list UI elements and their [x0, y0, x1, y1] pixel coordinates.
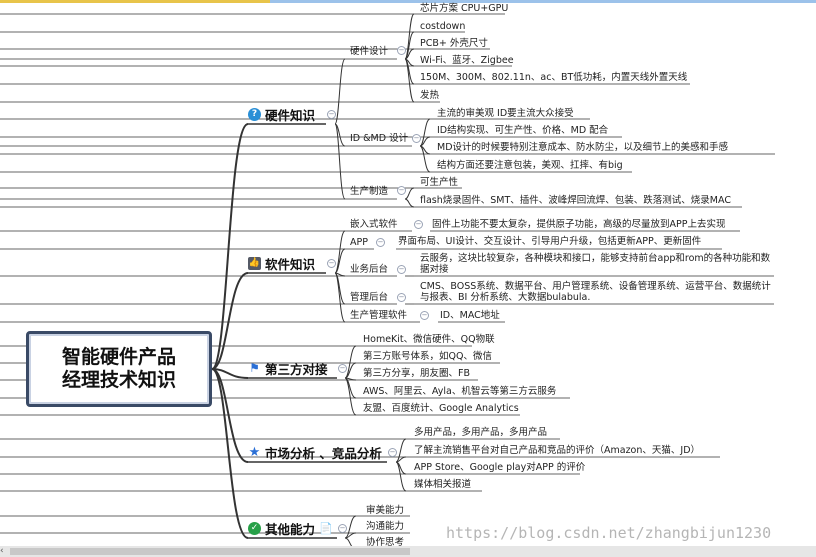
list-item[interactable]: 了解主流销售平台对自己产品和竞品的评价（Amazon、天猫、JD） — [414, 445, 701, 456]
branch-market-label: 市场分析 、竞品分析 — [265, 445, 382, 461]
collapse-toggle-market[interactable]: − — [388, 448, 397, 457]
group-admin-backend[interactable]: 管理后台 — [350, 292, 389, 303]
list-item[interactable]: 固件上功能不要太复杂，提供原子功能，高级的尽量放到APP上去实现 — [432, 219, 726, 230]
flag-icon: ⚑ — [249, 361, 260, 375]
list-item[interactable]: 可生产性 — [420, 177, 459, 188]
branch-hardware-label: 硬件知识 — [265, 107, 316, 123]
group-hardware-design[interactable]: 硬件设计 — [350, 46, 389, 57]
collapse-toggle-business-backend[interactable]: − — [397, 265, 406, 274]
root-topic[interactable]: 智能硬件产品 经理技术知识 — [26, 331, 212, 407]
watermark-url: https://blog.csdn.net/zhangbijun1230 — [446, 524, 772, 542]
list-item[interactable]: costdown — [420, 21, 466, 32]
list-item[interactable]: 协作思考 — [366, 537, 405, 548]
list-item[interactable]: 结构方面还要注意包装，美观、扛摔、有big — [437, 160, 623, 171]
branch-third-party[interactable]: ⚑ 第三方对接 — [248, 358, 328, 378]
list-item[interactable]: Wi-Fi、蓝牙、Zigbee — [420, 55, 514, 66]
branch-market-analysis[interactable]: ★ 市场分析 、竞品分析 — [248, 442, 382, 462]
list-item[interactable]: HomeKit、微信硬件、QQ物联 — [363, 334, 495, 345]
branch-other-label: 其他能力 — [265, 521, 316, 537]
group-production-software[interactable]: 生产管理软件 — [350, 310, 408, 321]
scroll-left-arrow-icon[interactable]: ‹ — [0, 546, 4, 556]
horizontal-scrollbar[interactable]: ‹ — [0, 546, 816, 557]
check-icon: ✓ — [248, 521, 261, 535]
branch-other-abilities[interactable]: ✓ 其他能力 📄 — [248, 518, 333, 538]
list-item[interactable]: CMS、BOSS系统、数据平台、用户管理系统、设备管理系统、运营平台、数据统计与… — [420, 281, 771, 303]
list-item[interactable]: 主流的审美观 ID要主流大众接受 — [437, 108, 574, 119]
group-id-md-design[interactable]: ID &MD 设计 — [350, 133, 409, 144]
list-item[interactable]: ID结构实现、可生产性、价格、MD 配合 — [437, 125, 609, 136]
collapse-toggle-third-party[interactable]: − — [338, 364, 347, 373]
list-item[interactable]: 友盟、百度统计、Google Analytics — [363, 403, 519, 414]
collapse-toggle-app[interactable]: − — [376, 238, 385, 247]
help-icon: ? — [248, 107, 261, 121]
note-icon[interactable]: 📄 — [319, 521, 333, 535]
list-item[interactable]: MD设计的时候要特别注意成本、防水防尘，以及细节上的美感和手感 — [437, 142, 729, 153]
list-item[interactable]: 多用产品，多用产品，多用产品 — [414, 427, 548, 438]
collapse-toggle-production-software[interactable]: − — [420, 311, 429, 320]
star-icon: ★ — [248, 444, 261, 460]
list-item[interactable]: 媒体相关报道 — [414, 479, 472, 490]
list-item[interactable]: 审美能力 — [366, 505, 405, 516]
branch-third-party-label: 第三方对接 — [265, 361, 328, 377]
list-item[interactable]: 界面布局、UI设计、交互设计、引导用户升级，包括更新APP、更新固件 — [398, 236, 702, 247]
branch-software[interactable]: 👍 软件知识 — [248, 253, 315, 273]
collapse-toggle-software[interactable]: − — [327, 259, 336, 268]
collapse-toggle-production[interactable]: − — [397, 186, 406, 195]
group-business-backend[interactable]: 业务后台 — [350, 264, 389, 275]
list-item[interactable]: 150M、300M、802.11n、ac、BT低功耗，内置天线外置天线 — [420, 72, 688, 83]
collapse-toggle-id-md[interactable]: − — [412, 134, 421, 143]
branch-hardware[interactable]: ? 硬件知识 — [248, 104, 315, 124]
collapse-toggle-embedded[interactable]: − — [414, 220, 423, 229]
root-topic-title: 智能硬件产品 经理技术知识 — [61, 346, 176, 391]
list-item[interactable]: 芯片方案 CPU+GPU — [420, 3, 509, 14]
branch-software-label: 软件知识 — [265, 256, 316, 272]
collapse-toggle-other[interactable]: − — [338, 524, 347, 533]
collapse-toggle-admin-backend[interactable]: − — [397, 293, 406, 302]
list-item[interactable]: ID、MAC地址 — [440, 310, 500, 321]
list-item[interactable]: 第三方账号体系，如QQ、微信 — [363, 351, 492, 362]
list-item[interactable]: flash烧录固件、SMT、插件、波峰焊回流焊、包装、跌落测试、烧录MAC — [420, 195, 731, 206]
list-item[interactable]: 发热 — [420, 90, 440, 101]
list-item[interactable]: PCB+ 外壳尺寸 — [420, 38, 488, 49]
group-app[interactable]: APP — [350, 237, 368, 248]
group-production[interactable]: 生产制造 — [350, 186, 389, 197]
group-embedded-software[interactable]: 嵌入式软件 — [350, 219, 398, 230]
thumbs-up-icon: 👍 — [248, 256, 261, 270]
list-item[interactable]: APP Store、Google play对APP 的评价 — [414, 462, 586, 473]
top-accent-bar — [0, 0, 816, 3]
collapse-toggle-hardware[interactable]: − — [327, 110, 336, 119]
list-item[interactable]: 沟通能力 — [366, 521, 405, 532]
list-item[interactable]: 第三方分享，朋友圈、FB — [363, 368, 470, 379]
collapse-toggle-hardware-design[interactable]: − — [397, 46, 406, 55]
scrollbar-thumb[interactable] — [10, 548, 410, 555]
list-item[interactable]: 云服务，这块比较复杂，各种模块和接口，能够支持前台app和rom的各种功能和数据… — [420, 253, 771, 275]
list-item[interactable]: AWS、阿里云、Ayla、机智云等第三方云服务 — [363, 386, 557, 397]
